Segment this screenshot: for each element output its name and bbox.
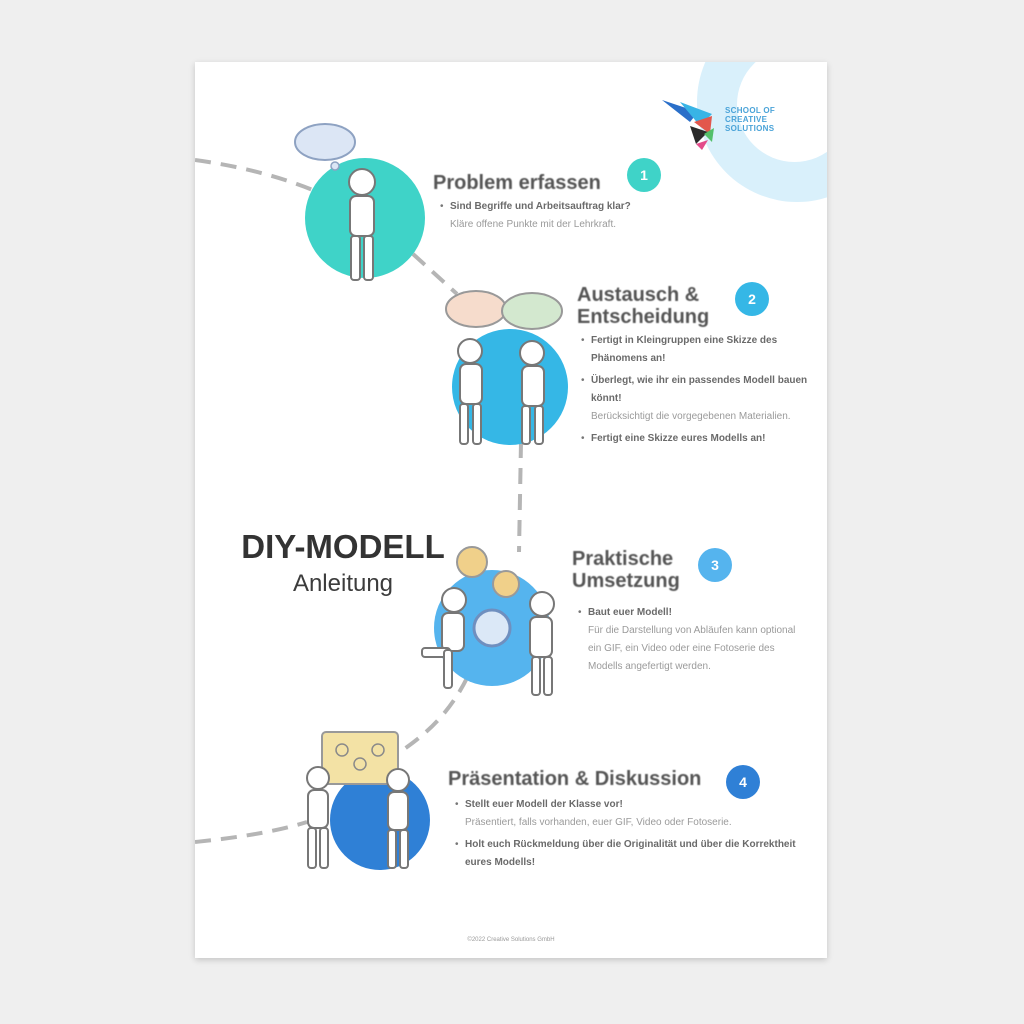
step-4-number-badge: 4 [726,765,760,799]
step-4-list: Stellt euer Modell der Klasse vor! Präse… [455,796,805,876]
step-4-item-1-bold: Stellt euer Modell der Klasse vor! [465,799,623,810]
step-2-title-line-1: Austausch & [577,284,700,306]
step-3-number-badge: 3 [698,548,732,582]
document-title: DIY-MODELL [241,528,445,565]
step-4-item: Holt euch Rückmeldung über die Originali… [455,836,805,872]
step-2-title: Austausch & Entscheidung [577,284,709,328]
step-2-item-3-bold: Fertigt eine Skizze eures Modells an! [591,433,766,444]
thinking-person-icon [294,123,425,281]
logo-text: SCHOOL OF CREATIVE SOLUTIONS [725,106,815,133]
step-2-item: Überlegt, wie ihr ein passendes Modell b… [581,372,811,426]
step-1-item-bold: Sind Begriffe und Arbeitsauftrag klar? [450,201,631,212]
step-1-item-note: Kläre offene Punkte mit der Lehrkraft. [450,219,617,230]
step-3-item-note: Für die Darstellung von Abläufen kann op… [588,625,796,672]
document-page: SCHOOL OF CREATIVE SOLUTIONS [195,62,827,958]
footer-copyright: ©2022 Creative Solutions GmbH [467,937,555,943]
presentation-board-icon [306,731,430,870]
step-4-title: Präsentation & Diskussion [448,768,702,790]
process-path [195,158,523,844]
document-subtitle: Anleitung [292,570,394,597]
step-3-item-bold: Baut euer Modell! [588,607,672,618]
step-1-title: Problem erfassen [433,172,601,194]
step-3-title-line-2: Umsetzung [572,570,680,592]
step-3-title-line-1: Praktische [572,548,674,570]
logo-line-2: CREATIVE [725,115,768,124]
step-1-number-badge: 1 [627,158,661,192]
step-3-list: Baut euer Modell! Für die Darstellung vo… [578,604,810,680]
discussion-people-icon [445,290,568,445]
step-3-item: Baut euer Modell! Für die Darstellung vo… [578,604,810,676]
step-4-item-1-note: Präsentiert, falls vorhanden, euer GIF, … [465,817,732,828]
logo-line-3: SOLUTIONS [725,124,775,133]
step-4-item: Stellt euer Modell der Klasse vor! Präse… [455,796,805,832]
step-2-item-2-note: Berücksichtigt die vorgegebenen Material… [591,411,791,422]
gears-teamwork-icon [421,546,555,696]
step-2-item: Fertigt in Kleingruppen eine Skizze des … [581,332,811,368]
step-2-list: Fertigt in Kleingruppen eine Skizze des … [581,332,811,452]
step-3-title: Praktische Umsetzung [572,548,680,592]
step-2-item-2-bold: Überlegt, wie ihr ein passendes Modell b… [591,375,808,404]
logo-line-1: SCHOOL OF [725,106,776,115]
step-1-item: Sind Begriffe und Arbeitsauftrag klar? K… [440,198,700,234]
step-4-item-2-bold: Holt euch Rückmeldung über die Originali… [465,839,796,868]
step-2-item: Fertigt eine Skizze eures Modells an! [581,430,811,448]
step-2-number-badge: 2 [735,282,769,316]
step-1-list: Sind Begriffe und Arbeitsauftrag klar? K… [440,198,700,238]
step-2-item-1-bold: Fertigt in Kleingruppen eine Skizze des … [591,335,778,364]
bird-logo-icon [662,100,714,150]
step-2-title-line-2: Entscheidung [577,306,710,328]
